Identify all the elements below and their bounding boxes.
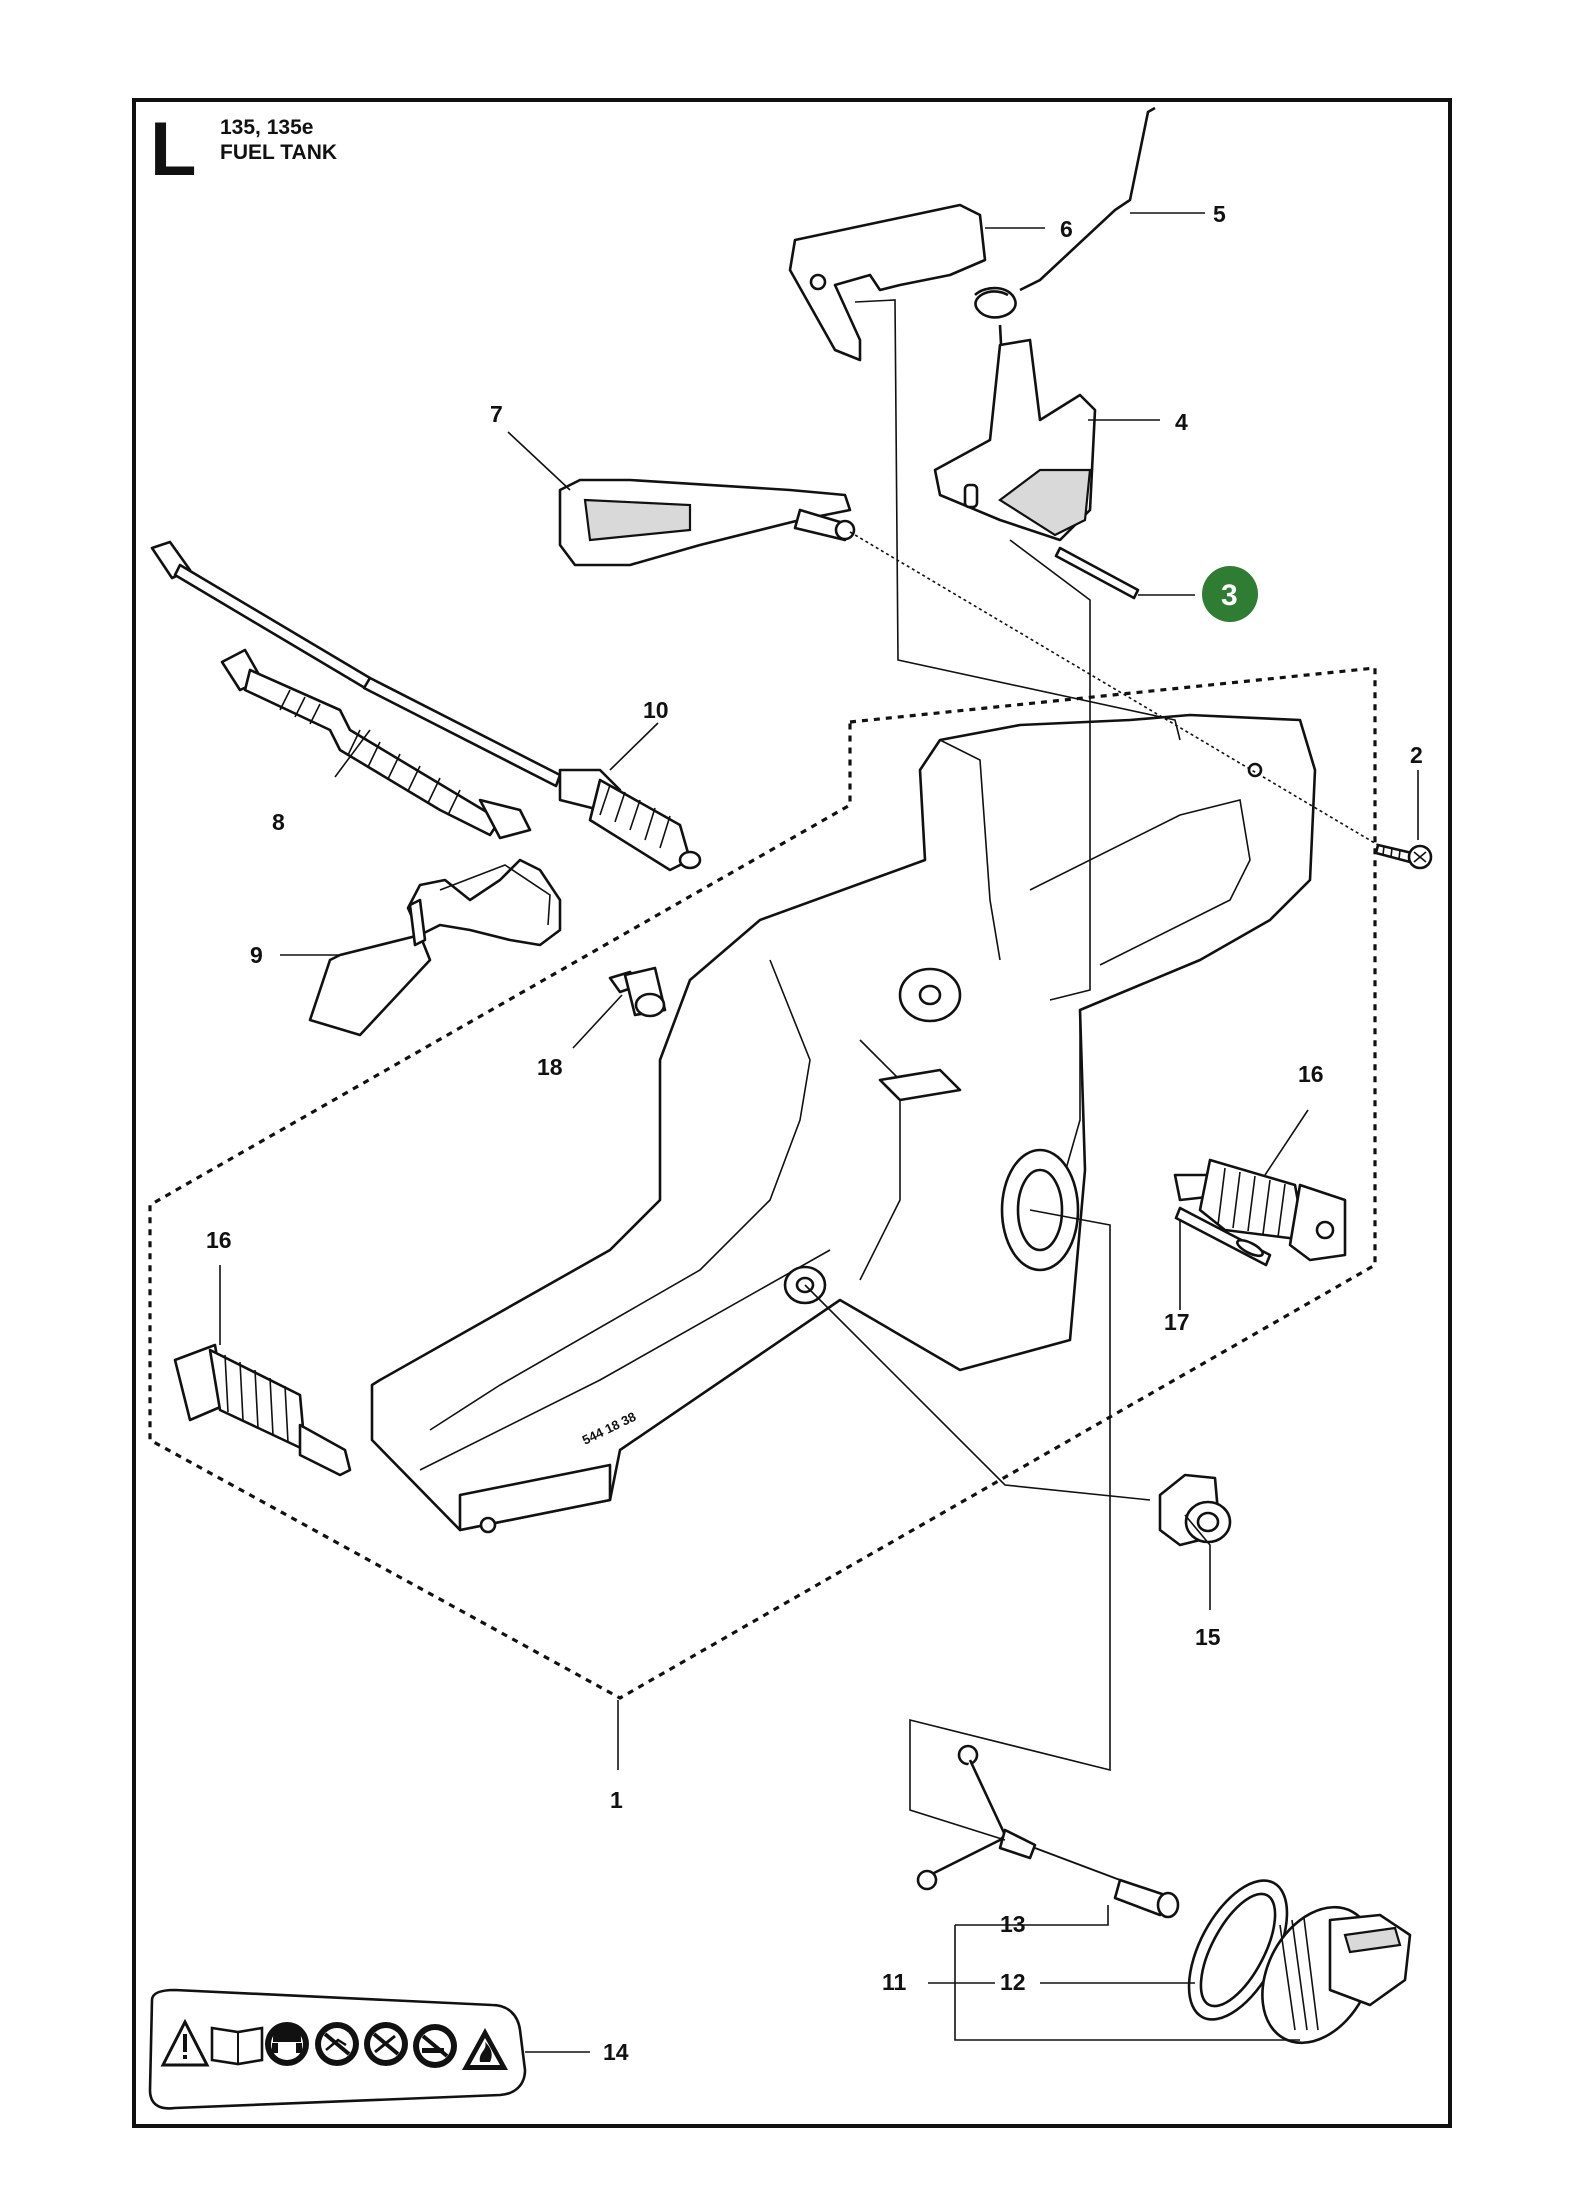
callout-1: 1 bbox=[610, 1787, 623, 1813]
fuel-filter-part bbox=[308, 858, 562, 1037]
callout-9: 9 bbox=[250, 942, 263, 968]
callout-17: 17 bbox=[1164, 1309, 1190, 1335]
callout-14: 14 bbox=[603, 2039, 629, 2065]
leader-lines bbox=[219, 212, 1419, 2053]
callout-3-highlight: 3 bbox=[1202, 566, 1258, 622]
section-letter: L bbox=[150, 107, 197, 192]
throttle-trigger-part bbox=[933, 338, 1097, 542]
callout-5: 5 bbox=[1213, 201, 1226, 227]
anti-vibration-spring-right bbox=[1173, 1158, 1347, 1262]
callout-11: 11 bbox=[882, 1969, 907, 1995]
callout-6: 6 bbox=[1060, 216, 1073, 242]
manual-book-icon bbox=[210, 2026, 264, 2066]
callout-16-left: 16 bbox=[206, 1227, 232, 1253]
callout-8: 8 bbox=[272, 809, 285, 835]
callout-3: 3 bbox=[1221, 579, 1238, 612]
handle-insert-part bbox=[558, 478, 856, 567]
callout-10: 10 bbox=[643, 697, 669, 723]
page-title: FUEL TANK bbox=[220, 141, 338, 164]
hearing-protection-icon bbox=[265, 2022, 309, 2066]
callout-4: 4 bbox=[1175, 409, 1188, 435]
fuel-cap-part bbox=[916, 1744, 1412, 2045]
no-smoking-icon bbox=[413, 2024, 457, 2068]
callout-labels: 1 2 3 4 5 6 7 8 9 10 11 12 13 14 15 16 1… bbox=[206, 201, 1423, 2065]
warning-decal-part bbox=[148, 1988, 527, 2110]
fuel-hose-short-part bbox=[220, 648, 532, 840]
callout-18: 18 bbox=[537, 1054, 563, 1080]
fuel-hose-long-part bbox=[150, 540, 702, 872]
fitting-part bbox=[1158, 1473, 1232, 1547]
drawing-frame bbox=[132, 98, 1452, 2128]
throttle-lock-part bbox=[788, 203, 987, 362]
screw-part bbox=[1374, 843, 1433, 870]
pin-part bbox=[1054, 546, 1140, 600]
fuel-tank-part: 544 18 38 bbox=[370, 713, 1317, 1534]
no-kickback-icon bbox=[364, 2022, 408, 2066]
callout-13: 13 bbox=[1000, 1911, 1026, 1937]
callout-2: 2 bbox=[1410, 742, 1423, 768]
anti-vibration-spring-left bbox=[173, 1343, 352, 1477]
callout-15: 15 bbox=[1195, 1624, 1221, 1650]
warning-triangle-icon bbox=[160, 2018, 210, 2067]
callout-7: 7 bbox=[490, 401, 503, 427]
callout-16-right: 16 bbox=[1298, 1061, 1324, 1087]
assembly-boundary bbox=[148, 666, 1377, 1700]
spring-pin-part bbox=[1174, 1206, 1272, 1267]
bushing-part bbox=[608, 966, 667, 1018]
fire-hazard-icon bbox=[462, 2028, 508, 2070]
no-one-hand-icon bbox=[315, 2022, 359, 2066]
callout-12: 12 bbox=[1000, 1969, 1026, 1995]
model-label: 135, 135e bbox=[220, 116, 314, 139]
